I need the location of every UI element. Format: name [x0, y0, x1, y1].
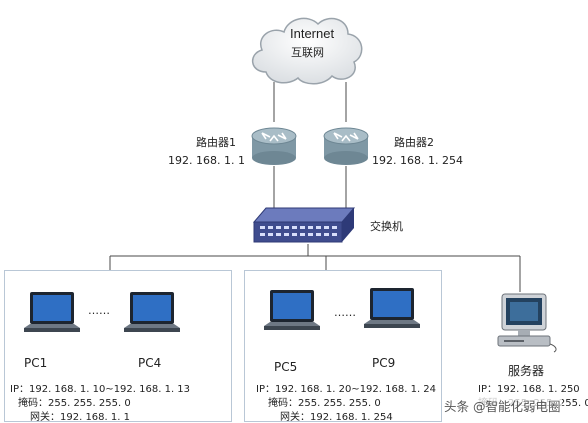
group-ip-range: IP：192. 168. 1. 20~192. 168. 1. 24: [256, 384, 437, 395]
laptop-icon: [124, 292, 180, 332]
pc-first-label: PC1: [24, 356, 48, 370]
switch-name: 交换机: [370, 220, 403, 233]
ellipsis-text: ……: [88, 304, 110, 317]
laptop-icon: [364, 288, 420, 328]
watermark-text: 头条 @智能化弱电圈: [442, 396, 563, 415]
laptop-icon: [24, 292, 80, 332]
group-mask: 掩码：255. 255. 255. 0: [18, 398, 131, 409]
router-2-name: 路由器2: [394, 136, 434, 149]
server-ip: IP：192. 168. 1. 250: [478, 384, 580, 395]
router-2-icon: [323, 127, 369, 165]
router-1-name: 路由器1: [196, 136, 236, 149]
pc-first-label: PC5: [274, 360, 298, 374]
router-1-ip: 192. 168. 1. 1: [168, 154, 245, 167]
internet-subtitle: 互联网: [291, 46, 324, 59]
pc-last-label: PC4: [138, 356, 162, 370]
pc-last-label: PC9: [372, 356, 396, 370]
switch-icon: [252, 207, 356, 243]
router-1-icon: [251, 127, 297, 165]
router-2-ip: 192. 168. 1. 254: [372, 154, 463, 167]
group-mask: 掩码：255. 255. 255. 0: [268, 398, 381, 409]
laptop-icon: [264, 290, 320, 330]
server-name: 服务器: [508, 364, 545, 378]
internet-title: Internet: [290, 26, 335, 41]
group-ip-range: IP：192. 168. 1. 10~192. 168. 1. 13: [10, 384, 191, 395]
server-icon: [497, 293, 557, 353]
cloud-icon: [252, 17, 363, 85]
ellipsis-text: ……: [334, 306, 356, 319]
